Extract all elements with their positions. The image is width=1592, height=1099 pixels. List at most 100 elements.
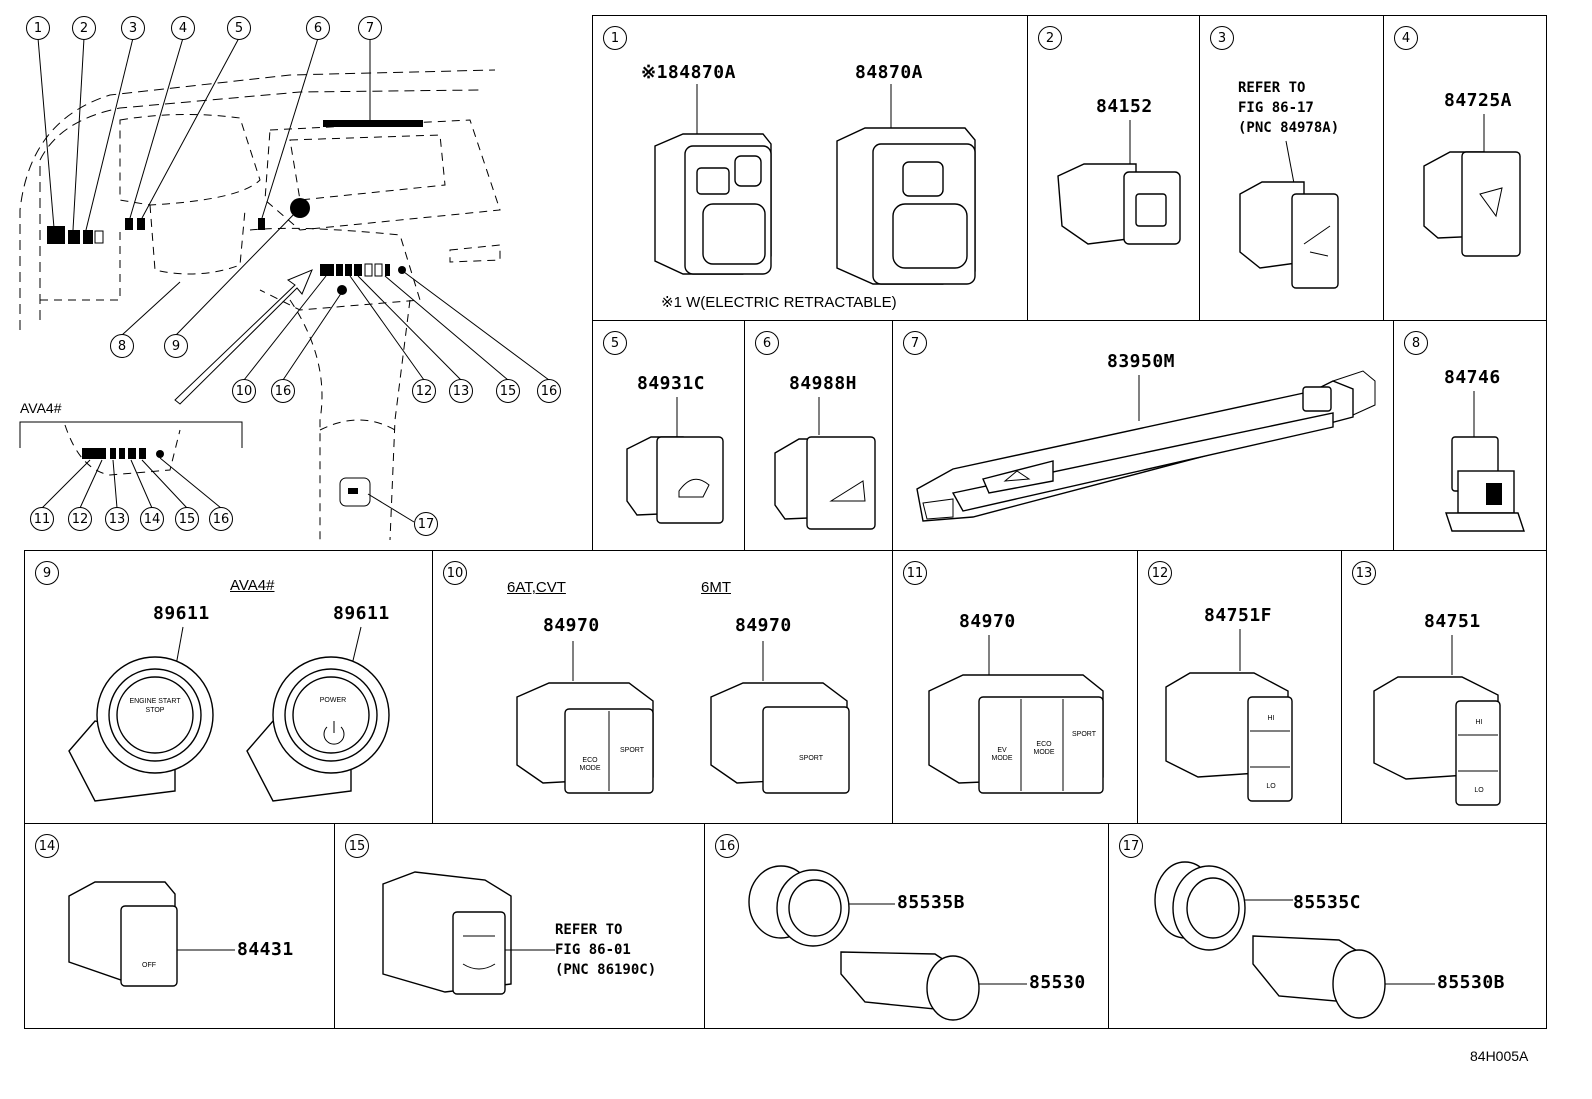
sport-label-6mt: SPORT [799,755,823,762]
inset-callout-16: 16 [209,507,233,531]
inset-callout-13: 13 [105,507,129,531]
cell-5: 5 84931C [592,320,746,552]
callout-12: 12 [412,379,436,403]
ev-mode-label: EV MODE [991,747,1013,762]
cell-number: 4 [1394,26,1418,50]
cell-14: 14 84431 OFF [24,823,336,1029]
cell-number: 15 [345,834,369,858]
cell-13: 13 84751 HI LO [1341,550,1547,825]
cell-number: 8 [1404,331,1428,355]
part-number: 84970 [735,615,792,636]
cell-9: 9 AVA4# 89611 89611 ENGINE START STOP PO… [24,550,434,825]
cross-reference: REFER TO FIG 86-17 (PNC 84978A) [1238,80,1340,136]
sport-label: SPORT [1072,731,1096,738]
switch-drawing [626,397,724,524]
hi-label: HI [1475,719,1483,726]
switch-drawing [774,397,876,530]
switch-drawing [1239,140,1339,289]
cell-12: 12 84751F HI LO [1137,550,1343,825]
callout-10: 10 [232,379,256,403]
cell-16: 16 85535B 85530 [704,823,1110,1029]
cell-2: 2 84152 [1027,15,1201,322]
cell-number: 16 [715,834,739,858]
callout-6: 6 [306,16,330,40]
cell-number: 2 [1038,26,1062,50]
cell-number: 3 [1210,26,1234,50]
part-number: 89611 [153,603,210,624]
vsc-off-switch-drawing [68,881,235,987]
part-number: 84970 [543,615,600,636]
eco-mode-label: ECO MODE [579,757,601,772]
part-number: 85530B [1437,972,1506,993]
cell-number: 12 [1148,561,1172,585]
cell-number: 14 [35,834,59,858]
accessory-socket-drawing [1154,861,1435,1019]
footnote: ※1 W(ELECTRIC RETRACTABLE) [661,294,897,311]
callout-15: 15 [496,379,520,403]
callout-3: 3 [121,16,145,40]
cell-1: 1 ※184870A 84870A ※1 W(ELECTRIC RETRACTA… [592,15,1029,322]
ev-mode-switch-drawing [928,635,1104,794]
variant-label: 6AT,CVT [507,579,566,596]
part-number: 84870A [855,62,924,83]
callout-8: 8 [110,334,134,358]
mirror-switch-drawings [654,84,976,285]
usb-port-drawing [382,871,555,995]
part-number: 84988H [789,373,858,394]
callout-4: 4 [171,16,195,40]
variant-label: 6MT [701,579,731,596]
seat-heater-switch-drawing [1165,629,1293,802]
part-number: 84725A [1444,90,1513,111]
callout-7: 7 [358,16,382,40]
power-outlet-drawing [748,865,1027,1021]
switch-drawing [1423,114,1521,257]
overview-diagram: 1 2 3 4 5 6 7 8 9 10 16 12 13 15 16 17 A… [0,0,590,550]
cell-number: 11 [903,561,927,585]
hazard-switch-panel-drawing [916,370,1376,522]
part-number: ※184870A [641,62,736,83]
push-start-button-drawings [68,626,390,802]
cell-11: 11 84970 EV MODE ECO MODE SPORT [892,550,1139,825]
cell-17: 17 85535C 85530B [1108,823,1547,1029]
callout-5: 5 [227,16,251,40]
part-number: 84431 [237,939,294,960]
cell-number: 13 [1352,561,1376,585]
callout-17: 17 [414,512,438,536]
callout-16a: 16 [271,379,295,403]
sport-label: SPORT [620,747,644,754]
figure-id: 84H005A [1470,1048,1529,1064]
cell-number: 5 [603,331,627,355]
switch-drawing [1057,120,1181,245]
lo-label: LO [1266,783,1276,790]
cell-15: 15 REFER TO FIG 86-01 (PNC 86190C) [334,823,706,1029]
lo-label: LO [1474,787,1484,794]
cell-7: 7 83950M [892,320,1395,552]
connector-drawing [1445,391,1525,532]
dashboard-sketch [19,37,550,541]
cell-number: 1 [603,26,627,50]
part-number: 84931C [637,373,706,394]
part-number: 85535C [1293,892,1362,913]
callout-9: 9 [164,334,188,358]
power-button-label: POWER [319,697,347,704]
cell-10: 10 6AT,CVT 6MT 84970 84970 ECO MODE SPOR… [432,550,894,825]
cross-reference: REFER TO FIG 86-01 (PNC 86190C) [555,922,657,978]
cell-number: 17 [1119,834,1143,858]
cell-number: 9 [35,561,59,585]
off-label: OFF [142,962,156,969]
part-number: 83950M [1107,351,1176,372]
cell-8: 8 84746 [1393,320,1547,552]
part-number: 84751 [1424,611,1481,632]
engine-button-label: ENGINE START STOP [129,698,181,714]
callout-2: 2 [72,16,96,40]
part-number: 85535B [897,892,966,913]
seat-heater-switch-drawing [1373,635,1501,806]
part-number: 85530 [1029,972,1086,993]
part-number: 84970 [959,611,1016,632]
cell-4: 4 84725A [1383,15,1547,322]
inset-callout-12: 12 [68,507,92,531]
inset-callout-14: 14 [140,507,164,531]
hi-label: HI [1267,715,1275,722]
cell-number: 6 [755,331,779,355]
part-number: 84746 [1444,367,1501,388]
